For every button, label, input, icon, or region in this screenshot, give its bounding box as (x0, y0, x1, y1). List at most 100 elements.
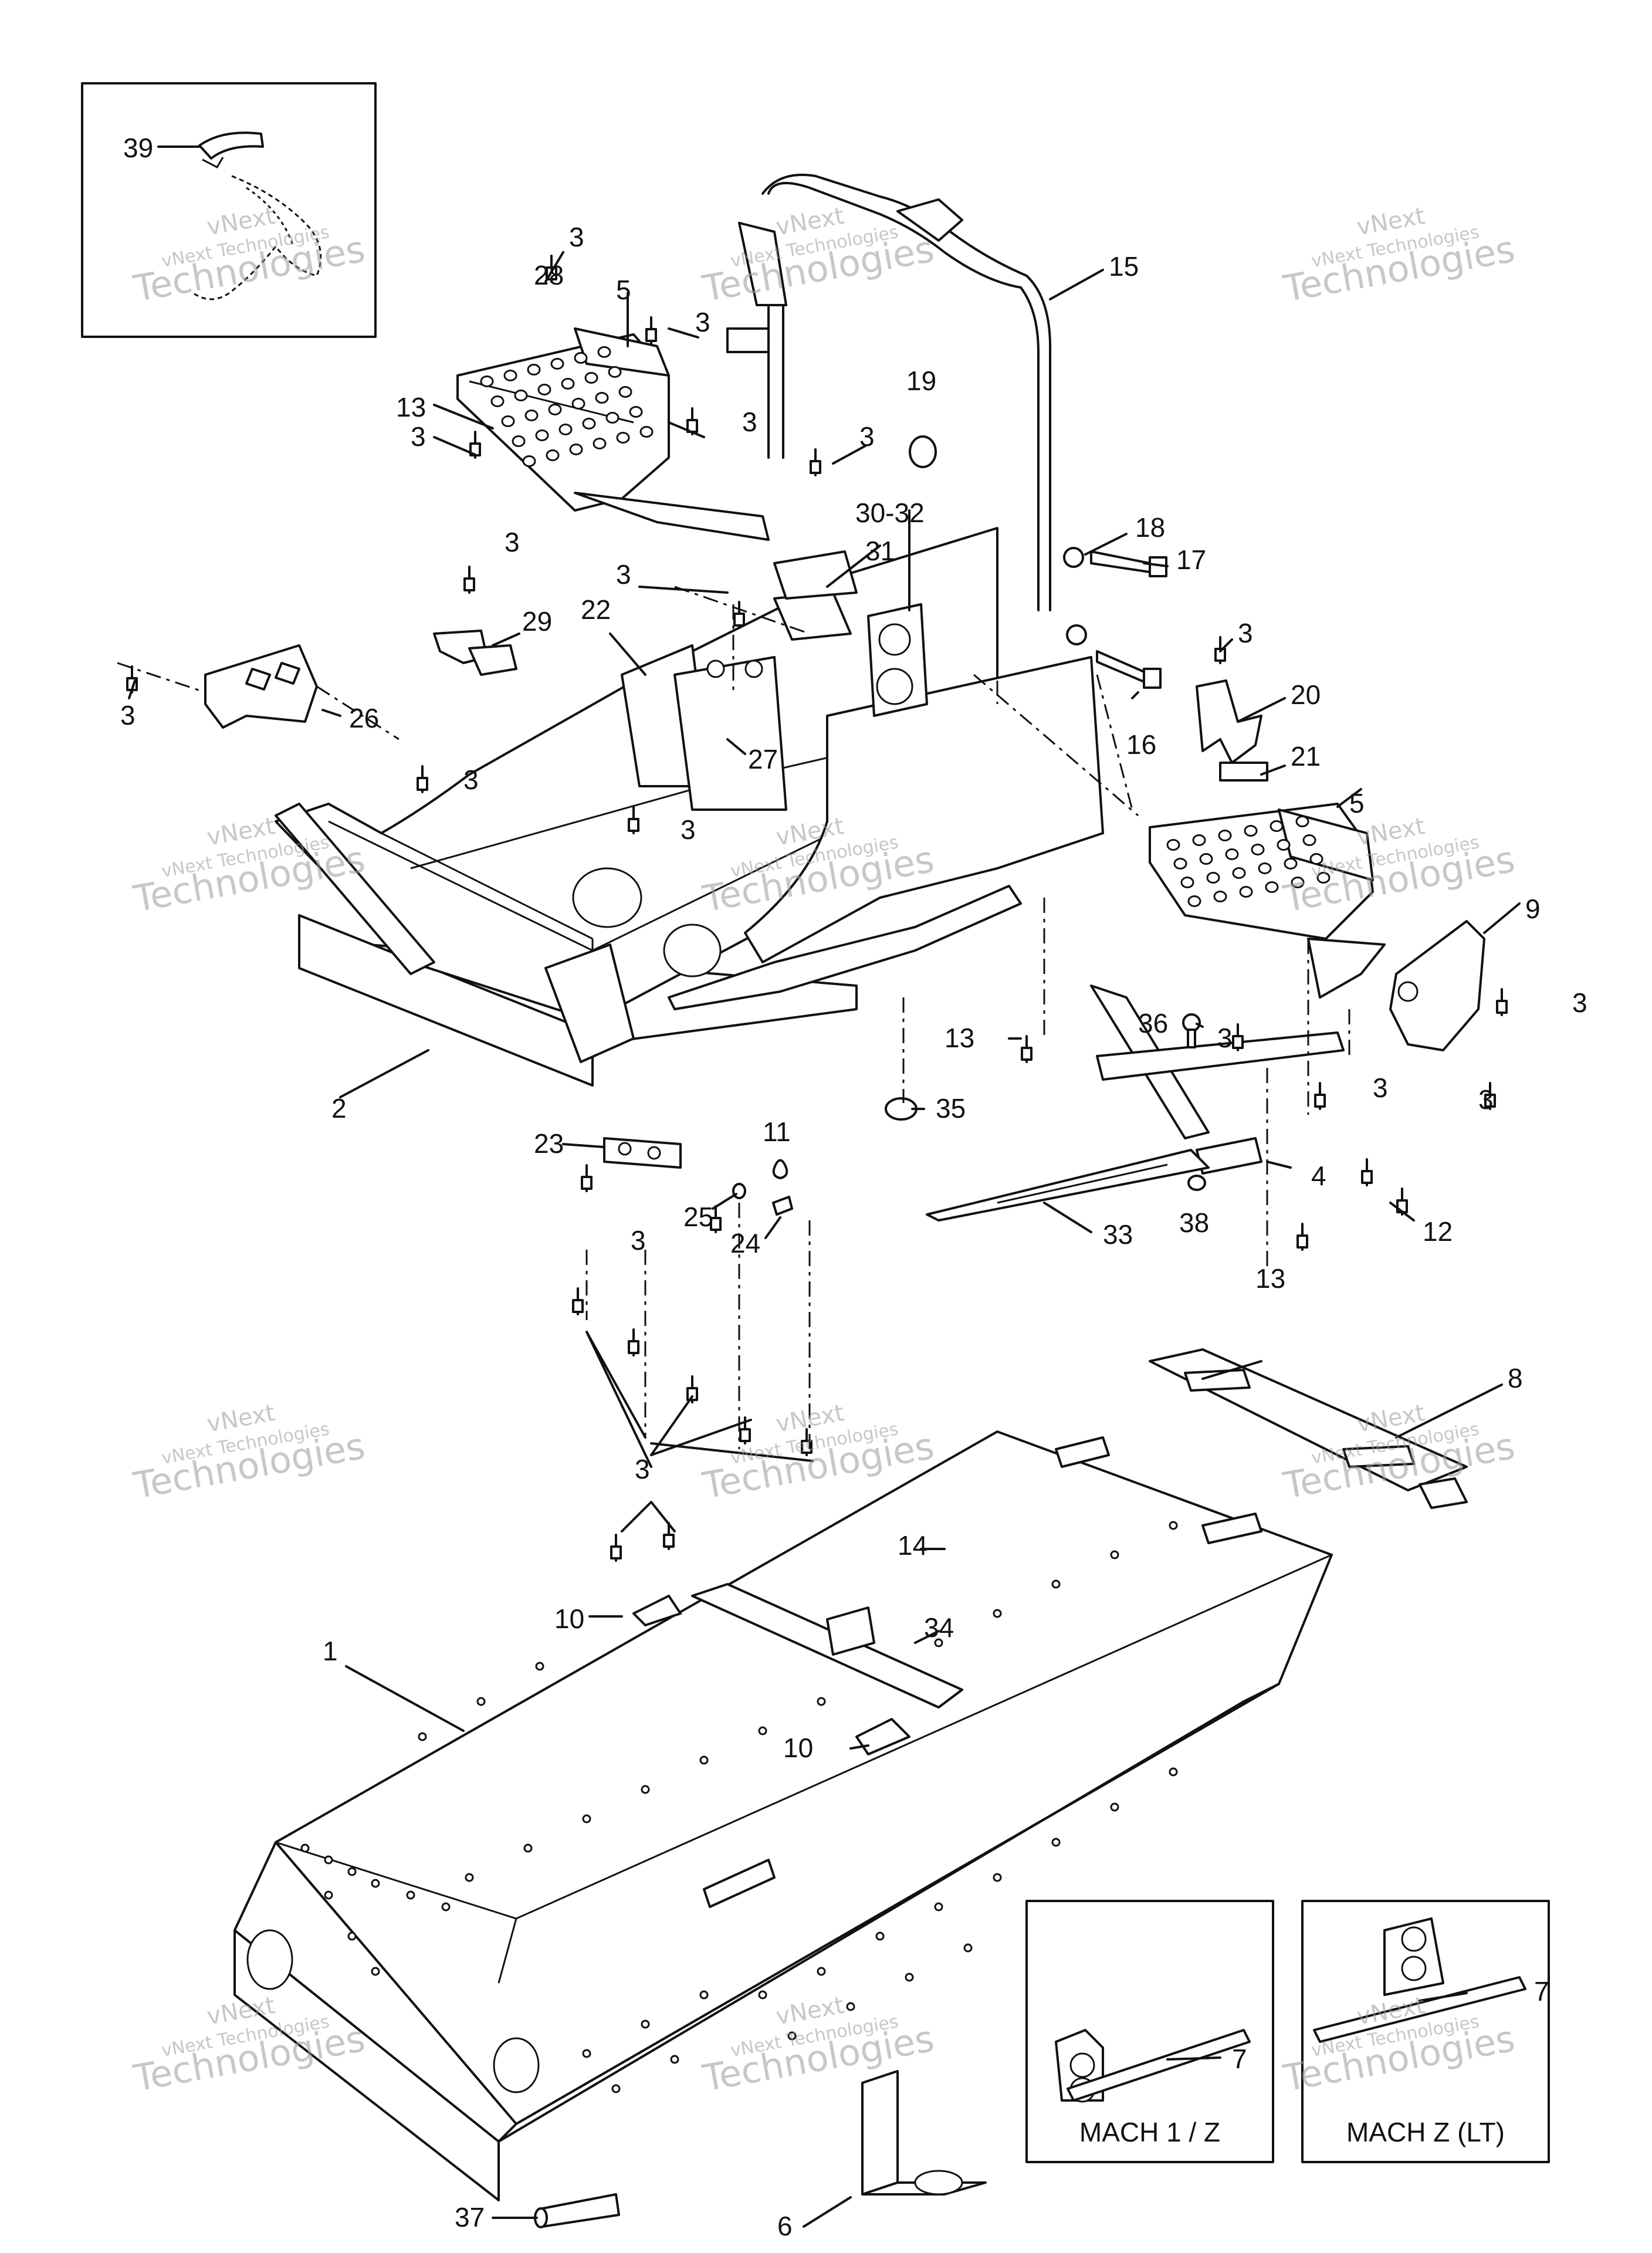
callout-9: 9 (1525, 894, 1541, 924)
rivet (463, 566, 475, 594)
rivet (1296, 1223, 1308, 1251)
part-20-21-bracket (1196, 679, 1268, 782)
rivet (581, 1164, 593, 1192)
callout-3: 3 (411, 421, 426, 452)
callout-30-32: 30-32 (855, 498, 925, 528)
rivet (1496, 988, 1508, 1016)
callout-19: 19 (906, 366, 936, 396)
callout-31: 31 (865, 536, 895, 566)
guide-lines (117, 528, 1350, 1449)
part-10-clip-upper (632, 1595, 682, 1626)
callout-4: 4 (1311, 1161, 1326, 1191)
part-38-nut (1187, 1175, 1206, 1191)
rivet (1214, 636, 1226, 664)
rivet (628, 1328, 639, 1356)
part-19-nut (909, 435, 937, 468)
rivet (1361, 1158, 1373, 1186)
callout-12: 12 (1423, 1216, 1453, 1247)
callout-3: 3 (1217, 1023, 1233, 1053)
callout-36: 36 (1138, 1008, 1168, 1038)
callout-22: 22 (581, 594, 611, 625)
callout-3: 3 (681, 814, 696, 845)
callout-17: 17 (1176, 544, 1206, 575)
callout-13: 13 (945, 1023, 974, 1053)
rivet (686, 407, 698, 435)
part-5-footrest-upper (456, 327, 770, 541)
callout-2: 2 (331, 1093, 347, 1124)
callout-3: 3 (463, 764, 479, 795)
callout-7: 7 (1232, 2044, 1247, 2074)
callout-3: 3 (631, 1225, 646, 1256)
callout-27: 27 (748, 744, 778, 774)
callout-7: 7 (1534, 1976, 1549, 2007)
rivet (1232, 1023, 1244, 1051)
callout-16: 16 (1126, 729, 1156, 760)
callout-3: 3 (635, 1454, 650, 1484)
rivet (663, 1522, 675, 1550)
callout-3: 3 (1478, 1084, 1494, 1115)
callout-3: 3 (1238, 618, 1253, 648)
part-4-shaft (1090, 985, 1345, 1175)
part-10-clip-lower (855, 1718, 910, 1755)
part-33-rail (926, 1149, 1210, 1222)
callout-34: 34 (924, 1612, 954, 1643)
callout-3: 3 (120, 700, 136, 730)
part-29-clip (433, 630, 517, 676)
callout-14: 14 (898, 1530, 927, 1561)
callout-21: 21 (1291, 741, 1321, 772)
callout-24: 24 (730, 1228, 760, 1259)
rivets-group (126, 255, 1508, 1562)
callout-20: 20 (1291, 679, 1321, 710)
callout-23: 23 (534, 1128, 564, 1159)
callout-10: 10 (554, 1604, 584, 1634)
rivet (645, 316, 657, 344)
callout-13: 13 (1255, 1263, 1285, 1294)
callout-11: 11 (763, 1117, 791, 1147)
inset-caption-mach1z: MACH 1 / Z (1079, 2117, 1220, 2147)
rivet (810, 448, 821, 476)
callout-3: 3 (742, 407, 757, 437)
callout-3: 3 (695, 307, 710, 337)
callout-5: 5 (1349, 788, 1365, 818)
rivet (733, 601, 745, 629)
callout-3: 3 (859, 421, 875, 452)
callout-1: 1 (323, 1636, 338, 1666)
rivet (710, 1205, 722, 1233)
part-15-steering-support (726, 174, 1052, 611)
part-2-main-frame (275, 527, 1104, 1087)
rivet (1021, 1035, 1032, 1063)
callout-28: 28 (534, 260, 564, 290)
part-34-brace (691, 1583, 963, 1709)
callout-39: 39 (123, 133, 153, 163)
rivet (417, 765, 428, 793)
part-5-footrest-right (1149, 803, 1386, 999)
callout-29: 29 (522, 606, 552, 637)
part-26-bracket (204, 644, 318, 729)
callout-18: 18 (1135, 512, 1165, 543)
callout-3: 3 (1572, 987, 1587, 1018)
part-11-grommet (772, 1159, 788, 1179)
callout-26: 26 (349, 703, 379, 733)
callout-5: 5 (616, 275, 631, 305)
rivet (628, 806, 639, 834)
rivet (610, 1534, 622, 1562)
callout-37: 37 (455, 2202, 485, 2232)
part-24-bolt (772, 1196, 793, 1216)
callout-33: 33 (1103, 1219, 1133, 1250)
inset-part-39 (81, 82, 377, 338)
part-9-bracket (1389, 920, 1485, 1051)
frame-brackets (621, 550, 928, 811)
part-23-bracket (603, 1137, 682, 1169)
callout-8: 8 (1508, 1363, 1523, 1393)
rivet (1314, 1082, 1326, 1110)
callout-3: 3 (616, 559, 631, 590)
callout-25: 25 (683, 1202, 713, 1232)
callout-15: 15 (1109, 251, 1139, 282)
part-37-tube (534, 2193, 620, 2228)
